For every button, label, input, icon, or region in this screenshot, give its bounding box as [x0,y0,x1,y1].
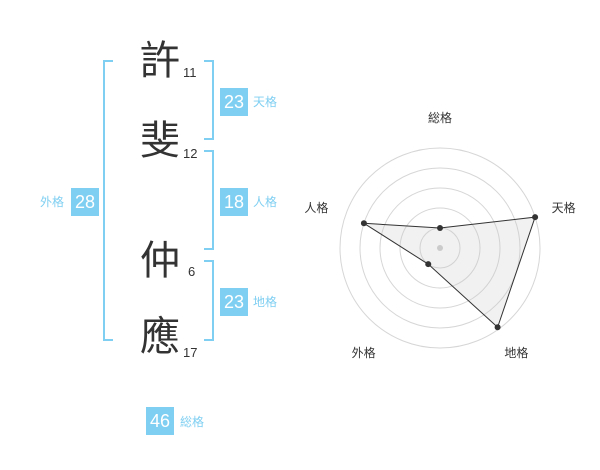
radar-ring [339,147,541,349]
radar-axis-label-3: 地格 [504,345,528,360]
stroke-count-4: 17 [183,345,198,360]
radar-point-4 [425,261,432,268]
radar-axis-label-5: 人格 [304,200,328,215]
radar-ring [399,207,481,289]
tenkaku-bracket [204,60,214,140]
tenkaku-label: 天格 [253,95,278,109]
stroke-count-3: 6 [188,264,196,279]
name-char-1: 許 [140,38,180,84]
jinkaku-bracket [204,150,214,250]
soukaku-label: 総格 [180,415,205,429]
radar-ring [419,227,461,269]
gaikaku-value: 28 [71,188,99,216]
stroke-count-1: 11 [183,65,197,80]
radar-point-1 [437,225,443,231]
name-char-4: 應 [140,314,180,360]
radar-ring [359,167,521,329]
radar-axis-label-2: 天格 [552,200,576,215]
stroke-count-2: 12 [183,146,198,161]
radar-point-5 [360,220,367,227]
chikaku-bracket [204,260,214,341]
radar-series-area [363,216,536,329]
radar-axis-label-1: 総格 [428,110,452,125]
gaikaku-bracket [103,60,113,341]
gaikaku-label: 外格 [40,195,65,209]
jinkaku-value: 18 [220,188,248,216]
name-char-3: 仲 [140,238,180,284]
name-char-2: 斐 [140,118,180,164]
chikaku-value: 23 [220,288,248,316]
jinkaku-label: 人格 [253,195,278,209]
chikaku-label: 地格 [253,295,278,309]
tenkaku-value: 23 [220,88,248,116]
radar-ring [379,187,501,309]
soukaku-value: 46 [146,407,174,435]
radar-axis-label-4: 外格 [352,345,376,360]
radar-point-3 [494,324,501,331]
radar-center [437,245,443,251]
radar-point-2 [532,214,539,221]
